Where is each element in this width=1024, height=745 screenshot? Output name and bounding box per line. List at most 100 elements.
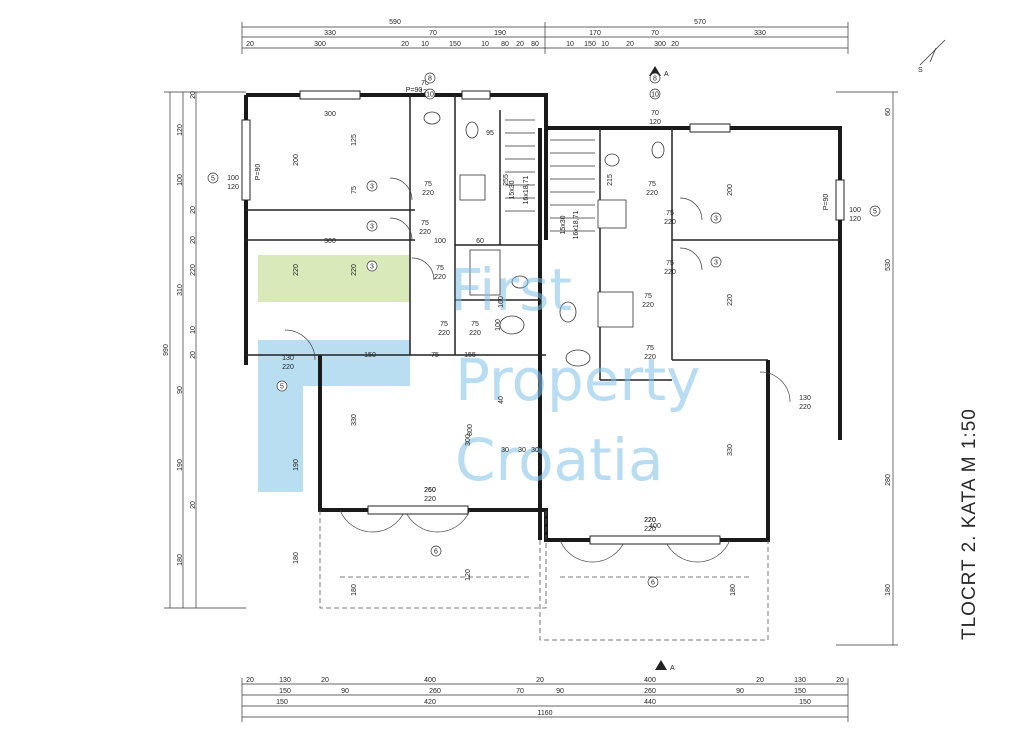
top-dim-row1: 590 <box>389 19 401 26</box>
top-dim-row3: 300 <box>654 41 666 48</box>
door-width-label: 75 <box>646 345 654 352</box>
room-dimension-label: 125 <box>351 134 358 146</box>
room-dimension-label: 200 <box>727 184 734 196</box>
left-dim-inner: 100 <box>177 174 184 186</box>
room-dimension-label: 120 <box>465 569 472 581</box>
annotation-label: P=90 <box>406 87 423 94</box>
annotation-label: P=90 <box>255 164 262 181</box>
section-mark-bottom: A <box>670 665 675 672</box>
top-dim-row3: 10 <box>601 41 609 48</box>
top-dim-row3: 80 <box>501 41 509 48</box>
top-dim-row2: 170 <box>589 30 601 37</box>
left-dim-mid: 20 <box>190 501 197 509</box>
left-dim-mid: 20 <box>190 236 197 244</box>
room-dimension-label: 190 <box>293 459 300 471</box>
left-dim-inner: 90 <box>177 386 184 394</box>
top-dim-row3: 150 <box>584 41 596 48</box>
room-dimension-label: 330 <box>351 414 358 426</box>
room-dimension-label: 300 <box>324 238 336 245</box>
terraces <box>319 510 769 641</box>
stair-label: 16x18,71 <box>573 210 580 239</box>
top-dim-row3: 300 <box>314 41 326 48</box>
door-height-label: 220 <box>664 269 676 276</box>
top-dim-row2: 70 <box>651 30 659 37</box>
door-width-label: 100 <box>227 175 239 182</box>
circle-tag <box>424 88 436 100</box>
left-dim-inner: 310 <box>177 284 184 296</box>
door-width-label: 130 <box>799 395 811 402</box>
room-dimension-label: 75 <box>431 352 439 359</box>
annotation-label: P=90 <box>823 194 830 211</box>
right-dim-inner: 60 <box>885 108 892 116</box>
bottom-dim-row2: 260 <box>429 688 441 695</box>
bottom-dim-row1: 130 <box>279 677 291 684</box>
bottom-dim-row1: 130 <box>794 677 806 684</box>
bottom-dim-row1: 20 <box>246 677 254 684</box>
room-dimension-label: 150 <box>364 352 376 359</box>
top-dim-row3: 20 <box>671 41 679 48</box>
room-dimension-label: 220 <box>644 517 656 524</box>
bottom-dim-row2: 90 <box>341 688 349 695</box>
door-width-label: 75 <box>436 265 444 272</box>
circle-tag-label: 5 <box>280 384 284 391</box>
room-dimension-label: 75 <box>351 186 358 194</box>
inner-walls <box>246 95 840 381</box>
room-dimension-label: 220 <box>293 264 300 276</box>
bottom-dim-row1: 400 <box>424 677 436 684</box>
circle-tag <box>207 172 219 184</box>
door-width-label: 75 <box>471 321 479 328</box>
bottom-dim-row2: 70 <box>516 688 524 695</box>
windows <box>241 90 845 545</box>
circle-tag <box>649 72 661 84</box>
circle-tag <box>430 545 442 557</box>
room-dimension-label: 30 <box>501 447 509 454</box>
door-height-label: 120 <box>227 184 239 191</box>
watermark-line-1: First <box>450 256 572 324</box>
circle-tag-label: 3 <box>370 224 374 231</box>
top-dim-row2: 70 <box>429 30 437 37</box>
left-dim-mid: 10 <box>190 326 197 334</box>
door-width-label: 220 <box>644 517 656 524</box>
room-dimension-label: 260 <box>424 487 436 494</box>
door-height-label: 220 <box>438 330 450 337</box>
stair-label: 15x30 <box>509 180 516 199</box>
stair-label: 215 <box>607 174 614 186</box>
top-dim-row3: 20 <box>401 41 409 48</box>
bottom-dim-row1: 20 <box>321 677 329 684</box>
left-dim-mid: 220 <box>190 264 197 276</box>
top-dimension-lines <box>241 22 849 54</box>
door-height-label: 220 <box>664 219 676 226</box>
circle-tag-label: 5 <box>873 209 877 216</box>
top-dim-row3: 10 <box>421 41 429 48</box>
door-width-label: 75 <box>648 181 656 188</box>
circle-tag-label: 3 <box>370 184 374 191</box>
door-width-label: 70 <box>651 110 659 117</box>
room-dimension-label: 300 <box>465 434 472 446</box>
stair-label: 15x30 <box>560 215 567 234</box>
left-dim-mid: 20 <box>190 206 197 214</box>
door-width-label: 70 <box>421 80 429 87</box>
circle-tag <box>710 256 722 268</box>
bottom-dim-row1: 20 <box>536 677 544 684</box>
top-dim-row2: 330 <box>754 30 766 37</box>
top-dim-row3: 10 <box>481 41 489 48</box>
top-dim-row1: 570 <box>694 19 706 26</box>
room-dimension-label: 200 <box>293 154 300 166</box>
door-height-label: 220 <box>799 404 811 411</box>
top-dim-row3: 20 <box>626 41 634 48</box>
stair-label: 16x18,71 <box>523 175 530 204</box>
bottom-dimension-lines <box>241 678 849 722</box>
circle-tag-label: 3 <box>714 260 718 267</box>
circle-tag-label: 5 <box>211 176 215 183</box>
door-height-label: 220 <box>469 330 481 337</box>
door-height-label: 220 <box>282 364 294 371</box>
top-dim-row3: 80 <box>531 41 539 48</box>
door-height-label: 120 <box>649 119 661 126</box>
top-dim-row2: 330 <box>324 30 336 37</box>
circle-tag-label: 6 <box>651 580 655 587</box>
drawing-title: TLOCRT 2. KATA M 1:50 <box>959 408 980 640</box>
circle-tag <box>710 212 722 224</box>
door-height-label: 220 <box>419 229 431 236</box>
door-width-label: 75 <box>421 220 429 227</box>
